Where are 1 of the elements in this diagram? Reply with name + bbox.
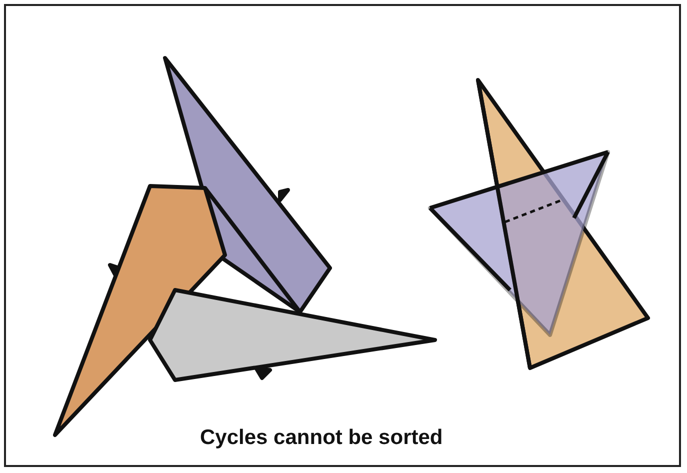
caption: Cycles cannot be sorted xyxy=(200,426,443,450)
